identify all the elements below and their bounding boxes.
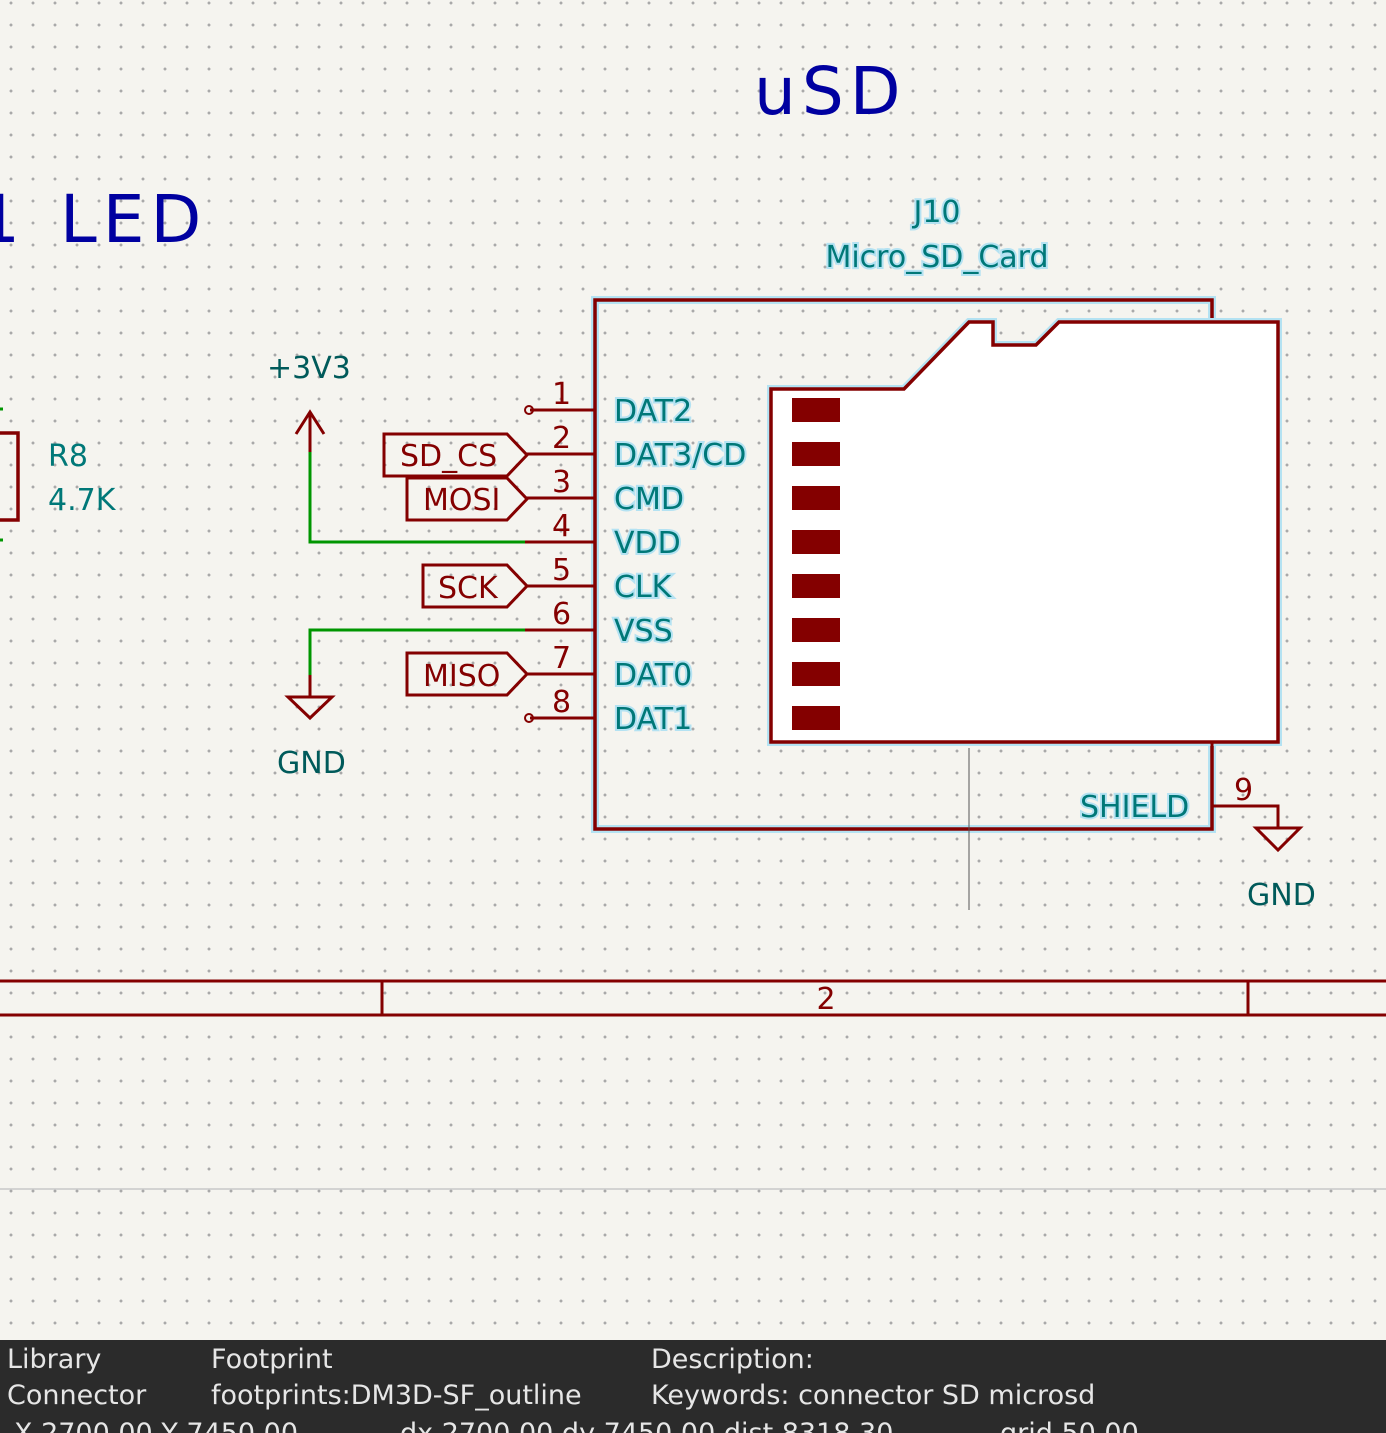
schematic-canvas[interactable]: uSD 1 LED R8 4.7K +3V3 GND SD_CS MOSI SC… [0, 0, 1386, 1340]
card-pad-icon [792, 662, 840, 686]
power-arrow-icon [294, 409, 326, 435]
pin-name: DAT2 [614, 394, 692, 429]
status-bar: Library Connector Footprint footprints:D… [0, 1340, 1386, 1433]
net-label-sck[interactable]: SCK [421, 563, 530, 609]
pin-name: CMD [614, 482, 684, 517]
footprint-value: footprints:DM3D-SF_outline [211, 1380, 582, 1411]
net-label-text: MOSI [423, 483, 500, 518]
sheet-frame: 2 [0, 979, 1386, 1190]
card-pad-icon [792, 486, 840, 510]
net-label-text: SCK [438, 571, 499, 606]
sheet-title-usd: uSD [754, 53, 907, 130]
shield-pin-number: 9 [1234, 773, 1253, 808]
pin-number: 3 [552, 465, 571, 500]
footprint-label: Footprint [211, 1344, 333, 1375]
power-label-gnd-right: GND [1247, 878, 1316, 913]
pin-name: VSS [614, 614, 673, 649]
pin-number: 8 [552, 685, 571, 720]
net-label-miso[interactable]: MISO [405, 651, 530, 697]
card-pad-icon [792, 706, 840, 730]
power-symbol-3v3[interactable]: +3V3 [267, 351, 351, 452]
power-symbol-gnd-left[interactable]: GND [277, 675, 346, 781]
pin-number: 7 [552, 641, 571, 676]
net-label-outline-icon [405, 476, 530, 522]
connector-ref: J10 [911, 195, 960, 230]
pin-number: 5 [552, 553, 571, 588]
delta-coordinates: dx 2700.00 dy 7450.00 dist 8318.30 [400, 1417, 893, 1433]
led-title-fragment-icon: 1 [0, 181, 26, 258]
connector-j10[interactable]: 1 2 3 4 5 6 7 8 DAT2 DAT3/CD CMD VDD CLK… [524, 193, 1282, 833]
frame-zone-label: 2 [816, 982, 835, 1017]
card-pad-icon [792, 574, 840, 598]
pin-name: CLK [614, 570, 673, 605]
net-label-outline-icon [421, 563, 530, 609]
pin-name: VDD [614, 526, 681, 561]
unconnected-pin-icon [524, 405, 534, 415]
net-label-outline-icon [405, 651, 530, 697]
resistor-value: 4.7K [48, 483, 117, 518]
card-pad-icon [792, 530, 840, 554]
unconnected-pin-icon [524, 713, 534, 723]
net-label-outline-icon [382, 432, 530, 478]
library-label: Library [7, 1344, 102, 1375]
net-label-sd-cs[interactable]: SD_CS [382, 432, 530, 478]
net-label-mosi[interactable]: MOSI [405, 476, 530, 522]
ground-icon [284, 695, 336, 721]
shield-pin-name: SHIELD [1080, 790, 1189, 825]
cursor-coordinates: X 2700.00 Y 7450.00 [14, 1417, 298, 1433]
net-label-text: SD_CS [400, 439, 497, 474]
pin-number: 2 [552, 421, 571, 456]
sd-card-outline-icon [769, 320, 1280, 744]
resistor-ref: R8 [48, 439, 88, 474]
power-symbol-gnd-right[interactable]: GND [1247, 826, 1316, 913]
library-value: Connector [7, 1380, 147, 1411]
pin-name: DAT0 [614, 658, 692, 693]
card-pad-icon [792, 398, 840, 422]
net-label-text: MISO [423, 659, 500, 694]
connector-value: Micro_SD_Card [825, 240, 1048, 275]
ground-icon [1252, 826, 1304, 853]
resistor-r8[interactable]: R8 4.7K [0, 407, 117, 542]
pin-number: 6 [552, 597, 571, 632]
wire-vdd[interactable] [308, 452, 525, 544]
shield-pin-line[interactable] [1210, 742, 1280, 828]
wire-vss[interactable] [308, 628, 525, 675]
pin-name: DAT3/CD [614, 438, 746, 473]
card-pad-icon [792, 442, 840, 466]
schematic-drawing[interactable]: uSD 1 LED R8 4.7K +3V3 GND SD_CS MOSI SC… [0, 0, 1386, 1340]
grid-size: grid 50.00 [1000, 1417, 1139, 1433]
card-pad-icon [792, 618, 840, 642]
power-label-gnd-left: GND [277, 746, 346, 781]
power-label-3v3: +3V3 [267, 351, 351, 386]
resistor-body-icon [0, 431, 20, 522]
sheet-title-led: LED [60, 181, 207, 258]
pin-number: 4 [552, 509, 571, 544]
description-label: Description: [651, 1344, 814, 1375]
keywords-value: Keywords: connector SD microsd [651, 1380, 1096, 1411]
connector-pins [525, 408, 595, 720]
pin-number: 1 [552, 377, 571, 412]
pin-name: DAT1 [614, 702, 692, 737]
